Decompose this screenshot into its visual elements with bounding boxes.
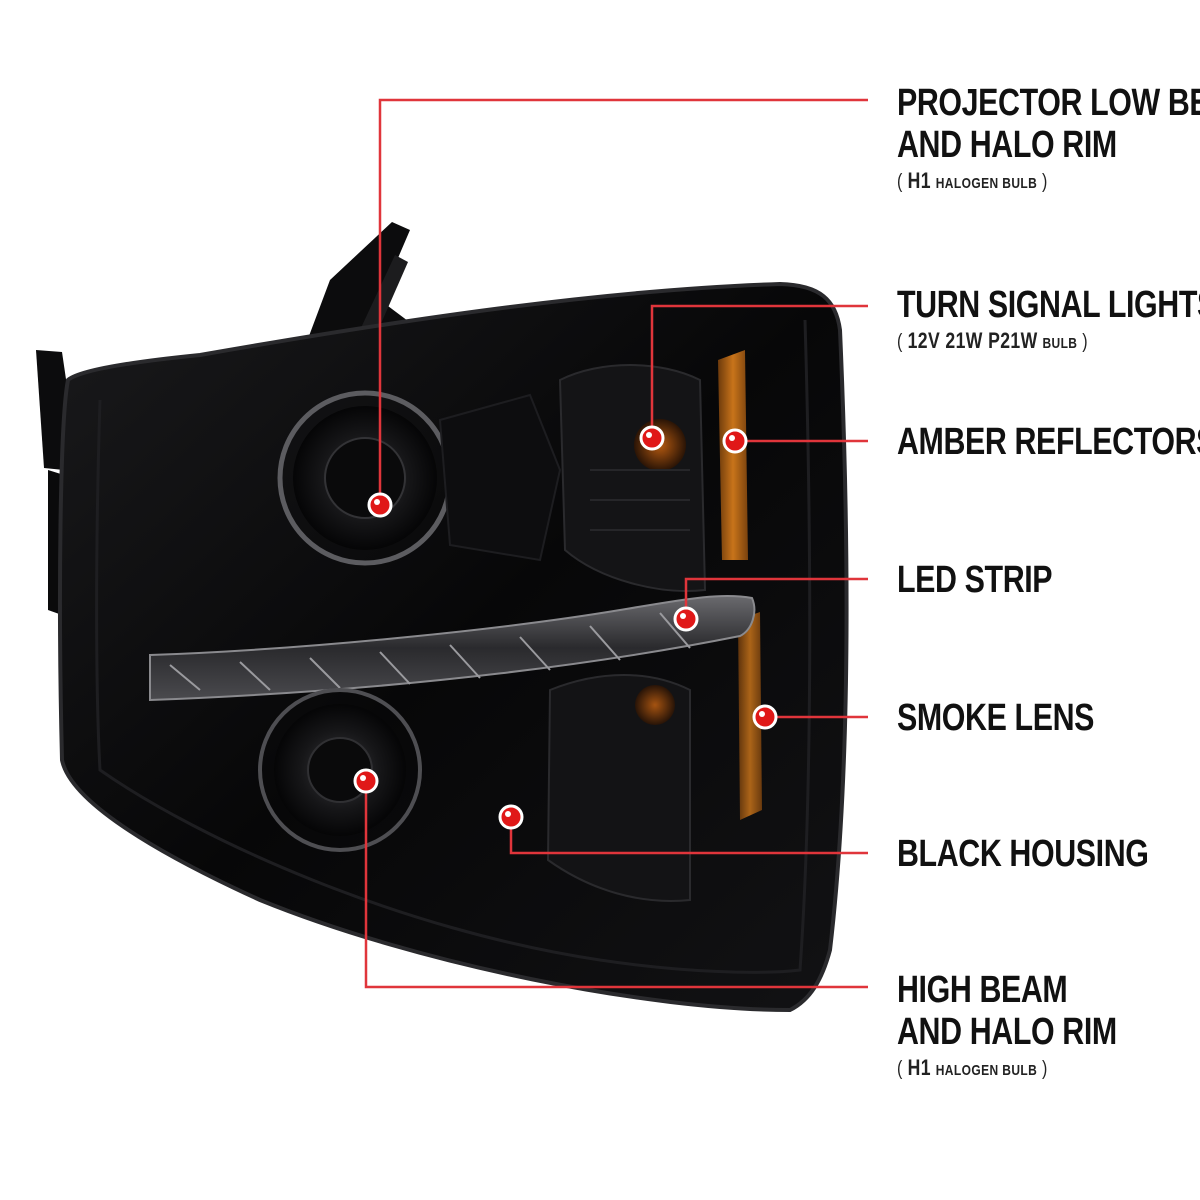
leader-lines [364,98,868,989]
callout-turn-signal: TURN SIGNAL LIGHTS ( 12V 21W P21W BULB ) [897,286,1200,352]
callout-smoke-lens: SMOKE LENS [897,699,1094,737]
callout-amber-reflectors: AMBER REFLECTORS [897,423,1200,461]
callout-spec: ( H1 HALOGEN BULB ) [897,168,1048,193]
callout-title: AND HALO RIM [897,124,1117,166]
amber-reflector [718,350,748,560]
callout-title: AND HALO RIM [897,1011,1117,1053]
marker-high-beam [353,768,379,794]
callout-led-strip: LED STRIP [897,559,1053,601]
callout-title: PROJECTOR LOW BEAM [897,82,1200,124]
callout-markers [353,425,778,830]
projector-barrel [438,393,562,562]
amber-reflector-lower [738,612,762,820]
callout-title: SMOKE LENS [897,697,1094,739]
leader-led-strip [684,577,868,619]
callout-projector-low-beam: PROJECTOR LOW BEAM AND HALO RIM ( H1 HAL… [897,84,1200,192]
callout-spec: ( H1 HALOGEN BULB ) [897,1055,1048,1080]
callout-title: BLACK HOUSING [897,833,1149,875]
lower-reflector [546,674,691,902]
callout-spec: ( 12V 21W P21W BULB ) [897,328,1088,353]
leader-turn-signal [650,304,868,438]
callout-high-beam: HIGH BEAM AND HALO RIM ( H1 HALOGEN BULB… [897,971,1117,1079]
callout-title: TURN SIGNAL LIGHTS [897,284,1200,326]
leader-high-beam [364,781,868,989]
callout-black-housing: BLACK HOUSING [897,835,1149,873]
housing-rim [58,281,849,1013]
turn-signal-reflector [558,364,707,592]
leader-projector-low-beam [378,98,868,505]
marker-projector-low-beam [367,492,393,518]
marker-led-strip [673,606,699,632]
marker-black-housing [498,804,524,830]
marker-amber-reflectors [722,428,748,454]
callout-title: HIGH BEAM [897,969,1068,1011]
marker-turn-signal [639,425,665,451]
callout-title: LED STRIP [897,559,1053,601]
callout-title: AMBER REFLECTORS [897,421,1200,463]
bracket-fin [360,255,408,335]
high-beam-halo [258,688,422,852]
housing-inner-edge [95,319,812,974]
marker-smoke-lens [752,704,778,730]
